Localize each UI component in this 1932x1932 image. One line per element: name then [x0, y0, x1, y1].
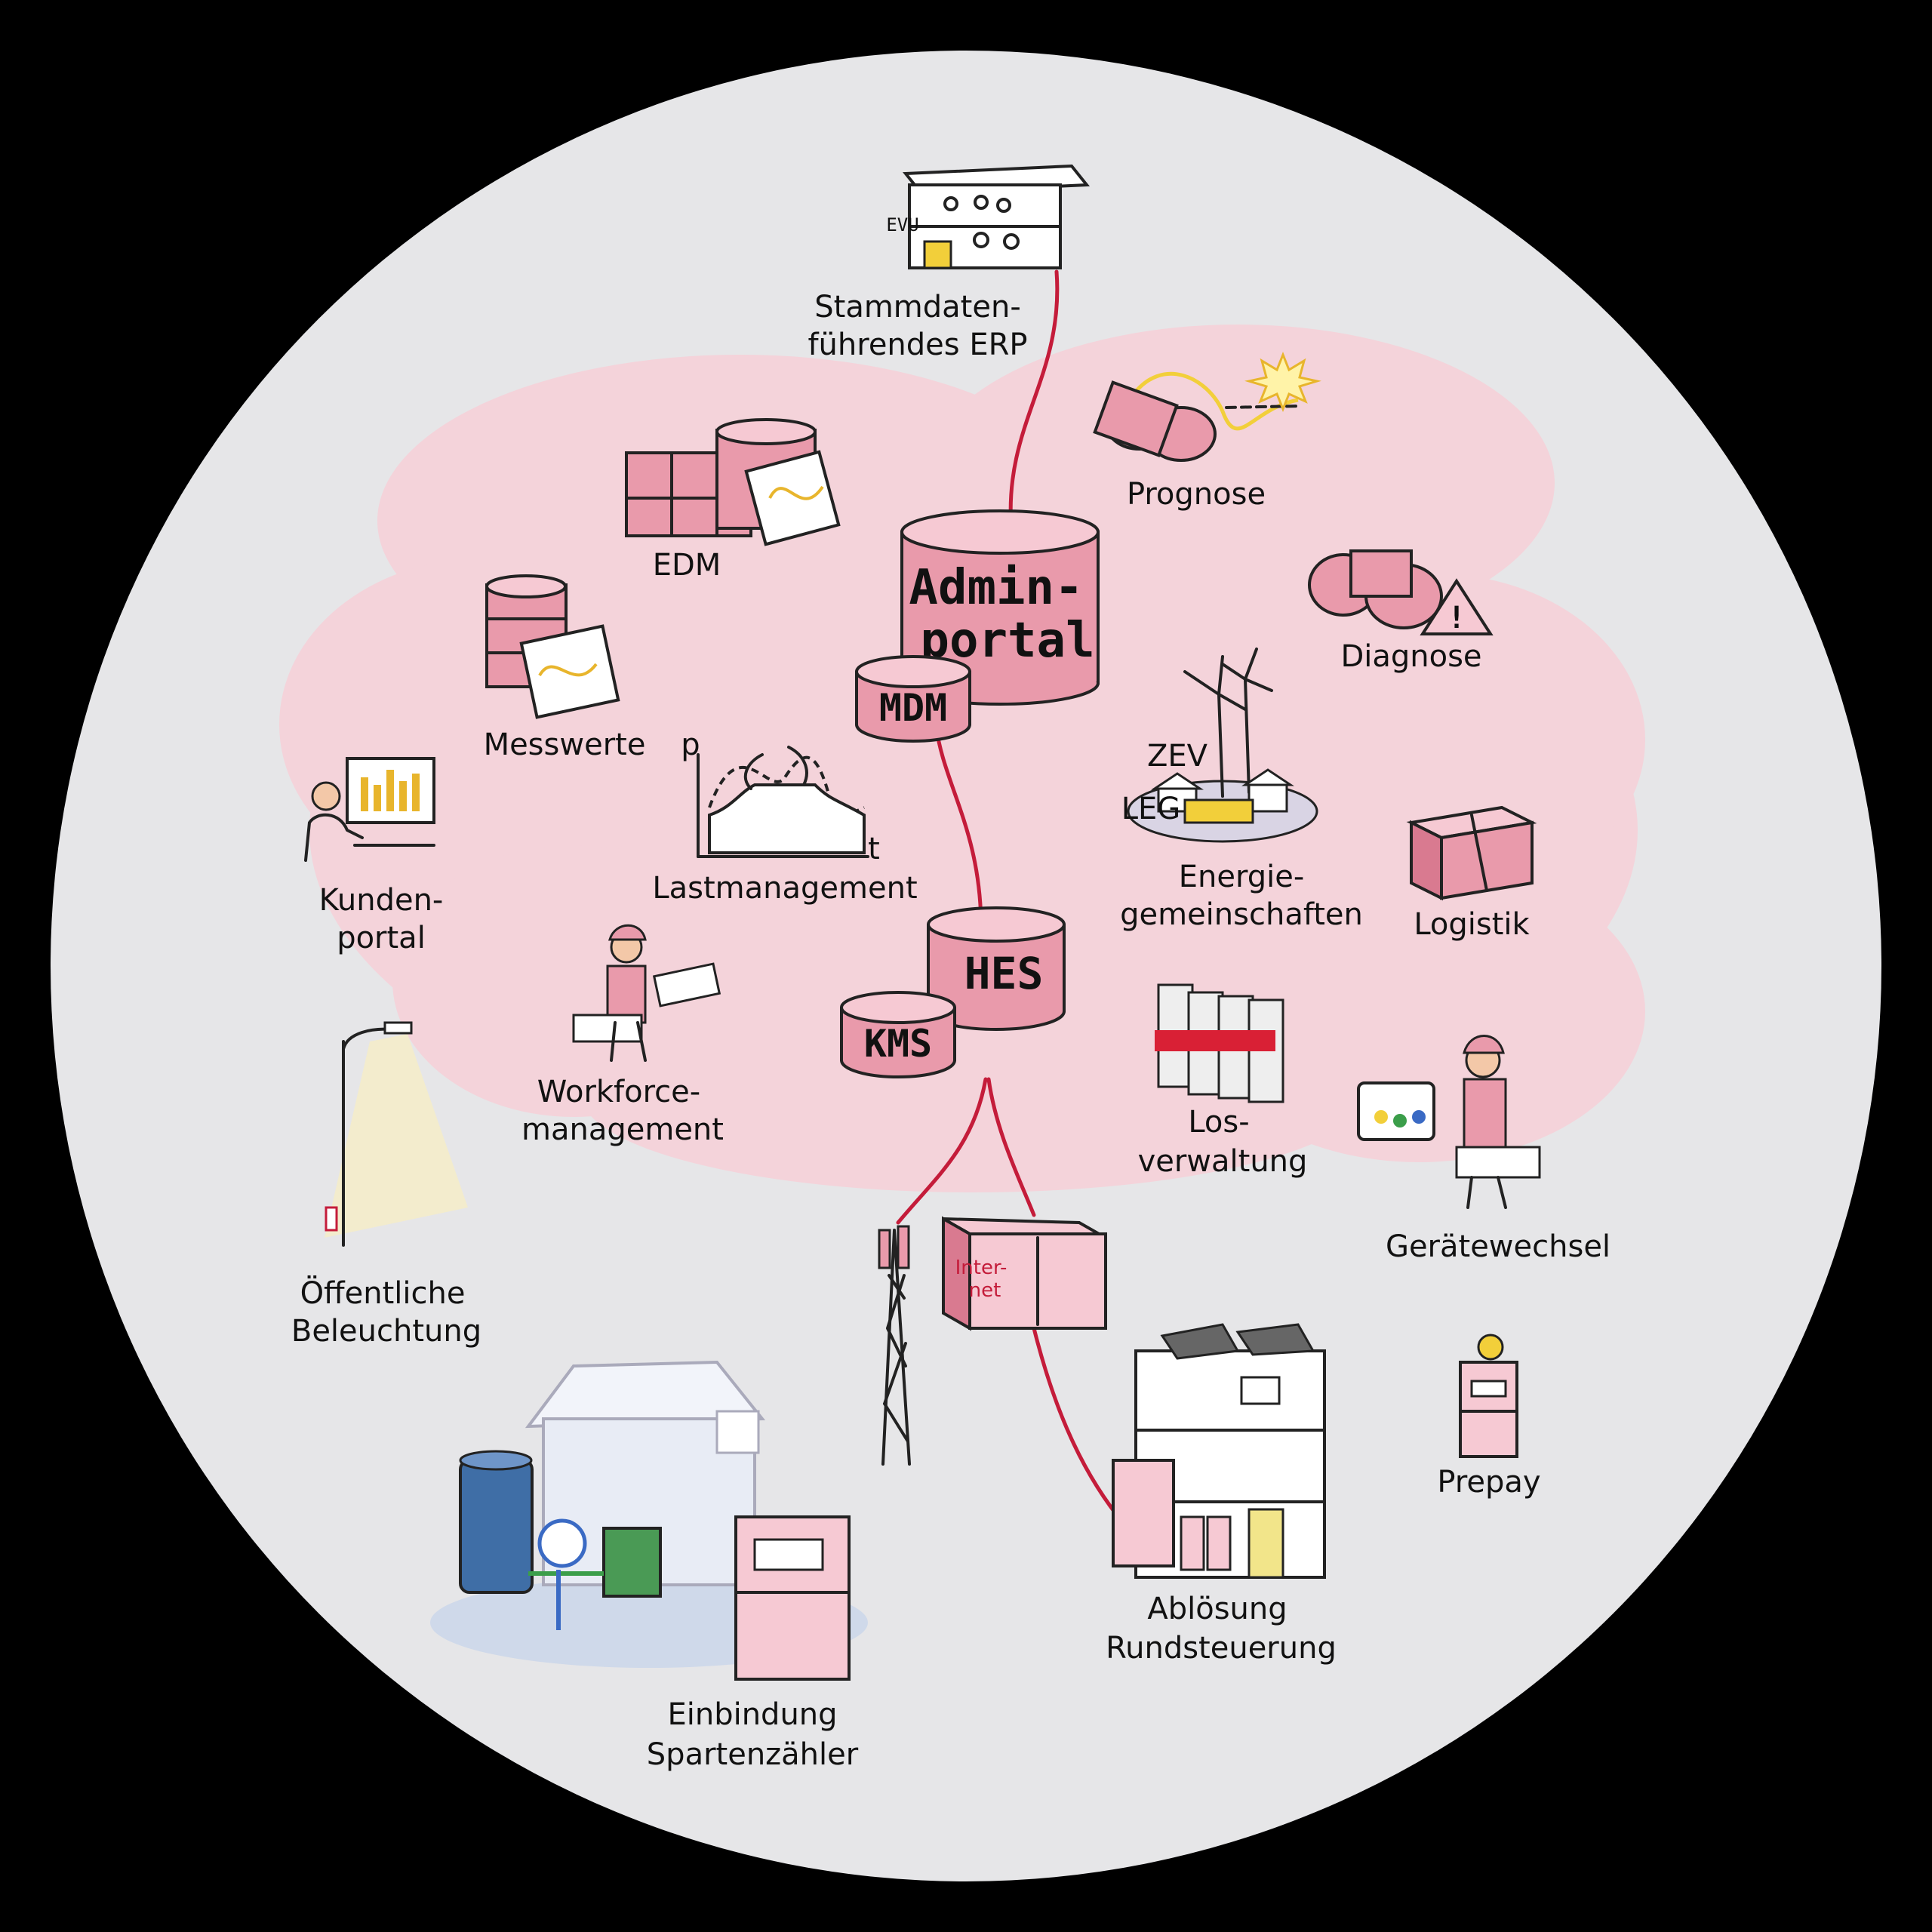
binoculars-warning-icon: ! [1308, 549, 1494, 635]
hes-database: HES [927, 906, 1066, 1031]
office-building-icon: EVU [886, 164, 1091, 269]
radio-mast-icon [878, 1225, 911, 1466]
binoculars-sun-icon [1093, 351, 1321, 462]
package-icon [1406, 805, 1537, 901]
lastmanagement-label: Lastmanagement [652, 871, 917, 906]
meter-batch-icon [1155, 983, 1284, 1103]
database-boxes-icon [625, 418, 841, 546]
energiegemeinschaften-label-line2: gemeinschaften [1120, 897, 1363, 932]
mdm-database: MDM [855, 655, 971, 743]
svg-text:!: ! [1447, 601, 1466, 635]
kundenportal-label-line2: portal [337, 921, 426, 955]
database-documents-icon [485, 574, 620, 719]
workforce-label-line1: Workforce- [537, 1075, 700, 1109]
street-lamp-icon [325, 1021, 468, 1247]
erp-label-line1: Stammdaten- [814, 290, 1021, 325]
evu-label: EVU [886, 214, 918, 235]
diagnose-label: Diagnose [1340, 639, 1481, 674]
internet-label-line1: Inter- [955, 1257, 1008, 1279]
kms-database: KMS [840, 991, 956, 1078]
beleuchtung-label-line1: Öffentliche [300, 1275, 466, 1311]
rundsteuerung-label-line2: Rundsteuerung [1106, 1631, 1337, 1666]
load-curve-icon: p t [681, 728, 880, 866]
house-utility-meters-icon [430, 1360, 868, 1681]
internet-label-line2: net [969, 1279, 1001, 1302]
leg-label: LEG [1121, 792, 1181, 826]
zev-label: ZEV [1147, 739, 1208, 774]
prepay-label: Prepay [1437, 1465, 1540, 1500]
messwerte-label: Messwerte [484, 728, 646, 762]
mdm-label: MDM [879, 686, 947, 730]
hes-label: HES [964, 948, 1044, 999]
wind-turbine-houses-icon: ZEV LEG [1121, 648, 1318, 843]
axis-t-label: t [868, 832, 880, 866]
axis-p-label: p [681, 728, 700, 762]
adminportal-label-line1: Admin- [909, 560, 1083, 616]
logistik-label: Logistik [1414, 907, 1530, 942]
geraetewechsel-label: Gerätewechsel [1386, 1229, 1611, 1264]
beleuchtung-label-line2: Beleuchtung [291, 1314, 481, 1349]
erp-label-line2: führendes ERP [808, 328, 1027, 362]
prognose-label: Prognose [1127, 477, 1266, 512]
technician-icon [572, 924, 721, 1062]
kundenportal-label-line1: Kunden- [319, 883, 444, 918]
workforce-label-line2: management [521, 1112, 724, 1147]
edm-label: EDM [653, 548, 721, 583]
energiegemeinschaften-label-line1: Energie- [1179, 860, 1305, 894]
spartenzaehler-label-line1: Einbindung [667, 1697, 837, 1732]
prepay-meter-icon [1459, 1334, 1518, 1458]
rundsteuerung-label-line1: Ablösung [1147, 1592, 1287, 1626]
kms-label: KMS [864, 1022, 932, 1066]
apartment-building-icon [1112, 1323, 1326, 1579]
losverwaltung-label-line2: verwaltung [1138, 1144, 1308, 1179]
system-cloud [279, 325, 1645, 1192]
technician-tablet-icon [1357, 1035, 1541, 1209]
computer-user-icon [304, 757, 435, 862]
internet-cabinet-icon: Inter- net [942, 1216, 1107, 1331]
losverwaltung-label-line1: Los- [1188, 1105, 1249, 1140]
spartenzaehler-label-line2: Spartenzähler [647, 1737, 859, 1772]
